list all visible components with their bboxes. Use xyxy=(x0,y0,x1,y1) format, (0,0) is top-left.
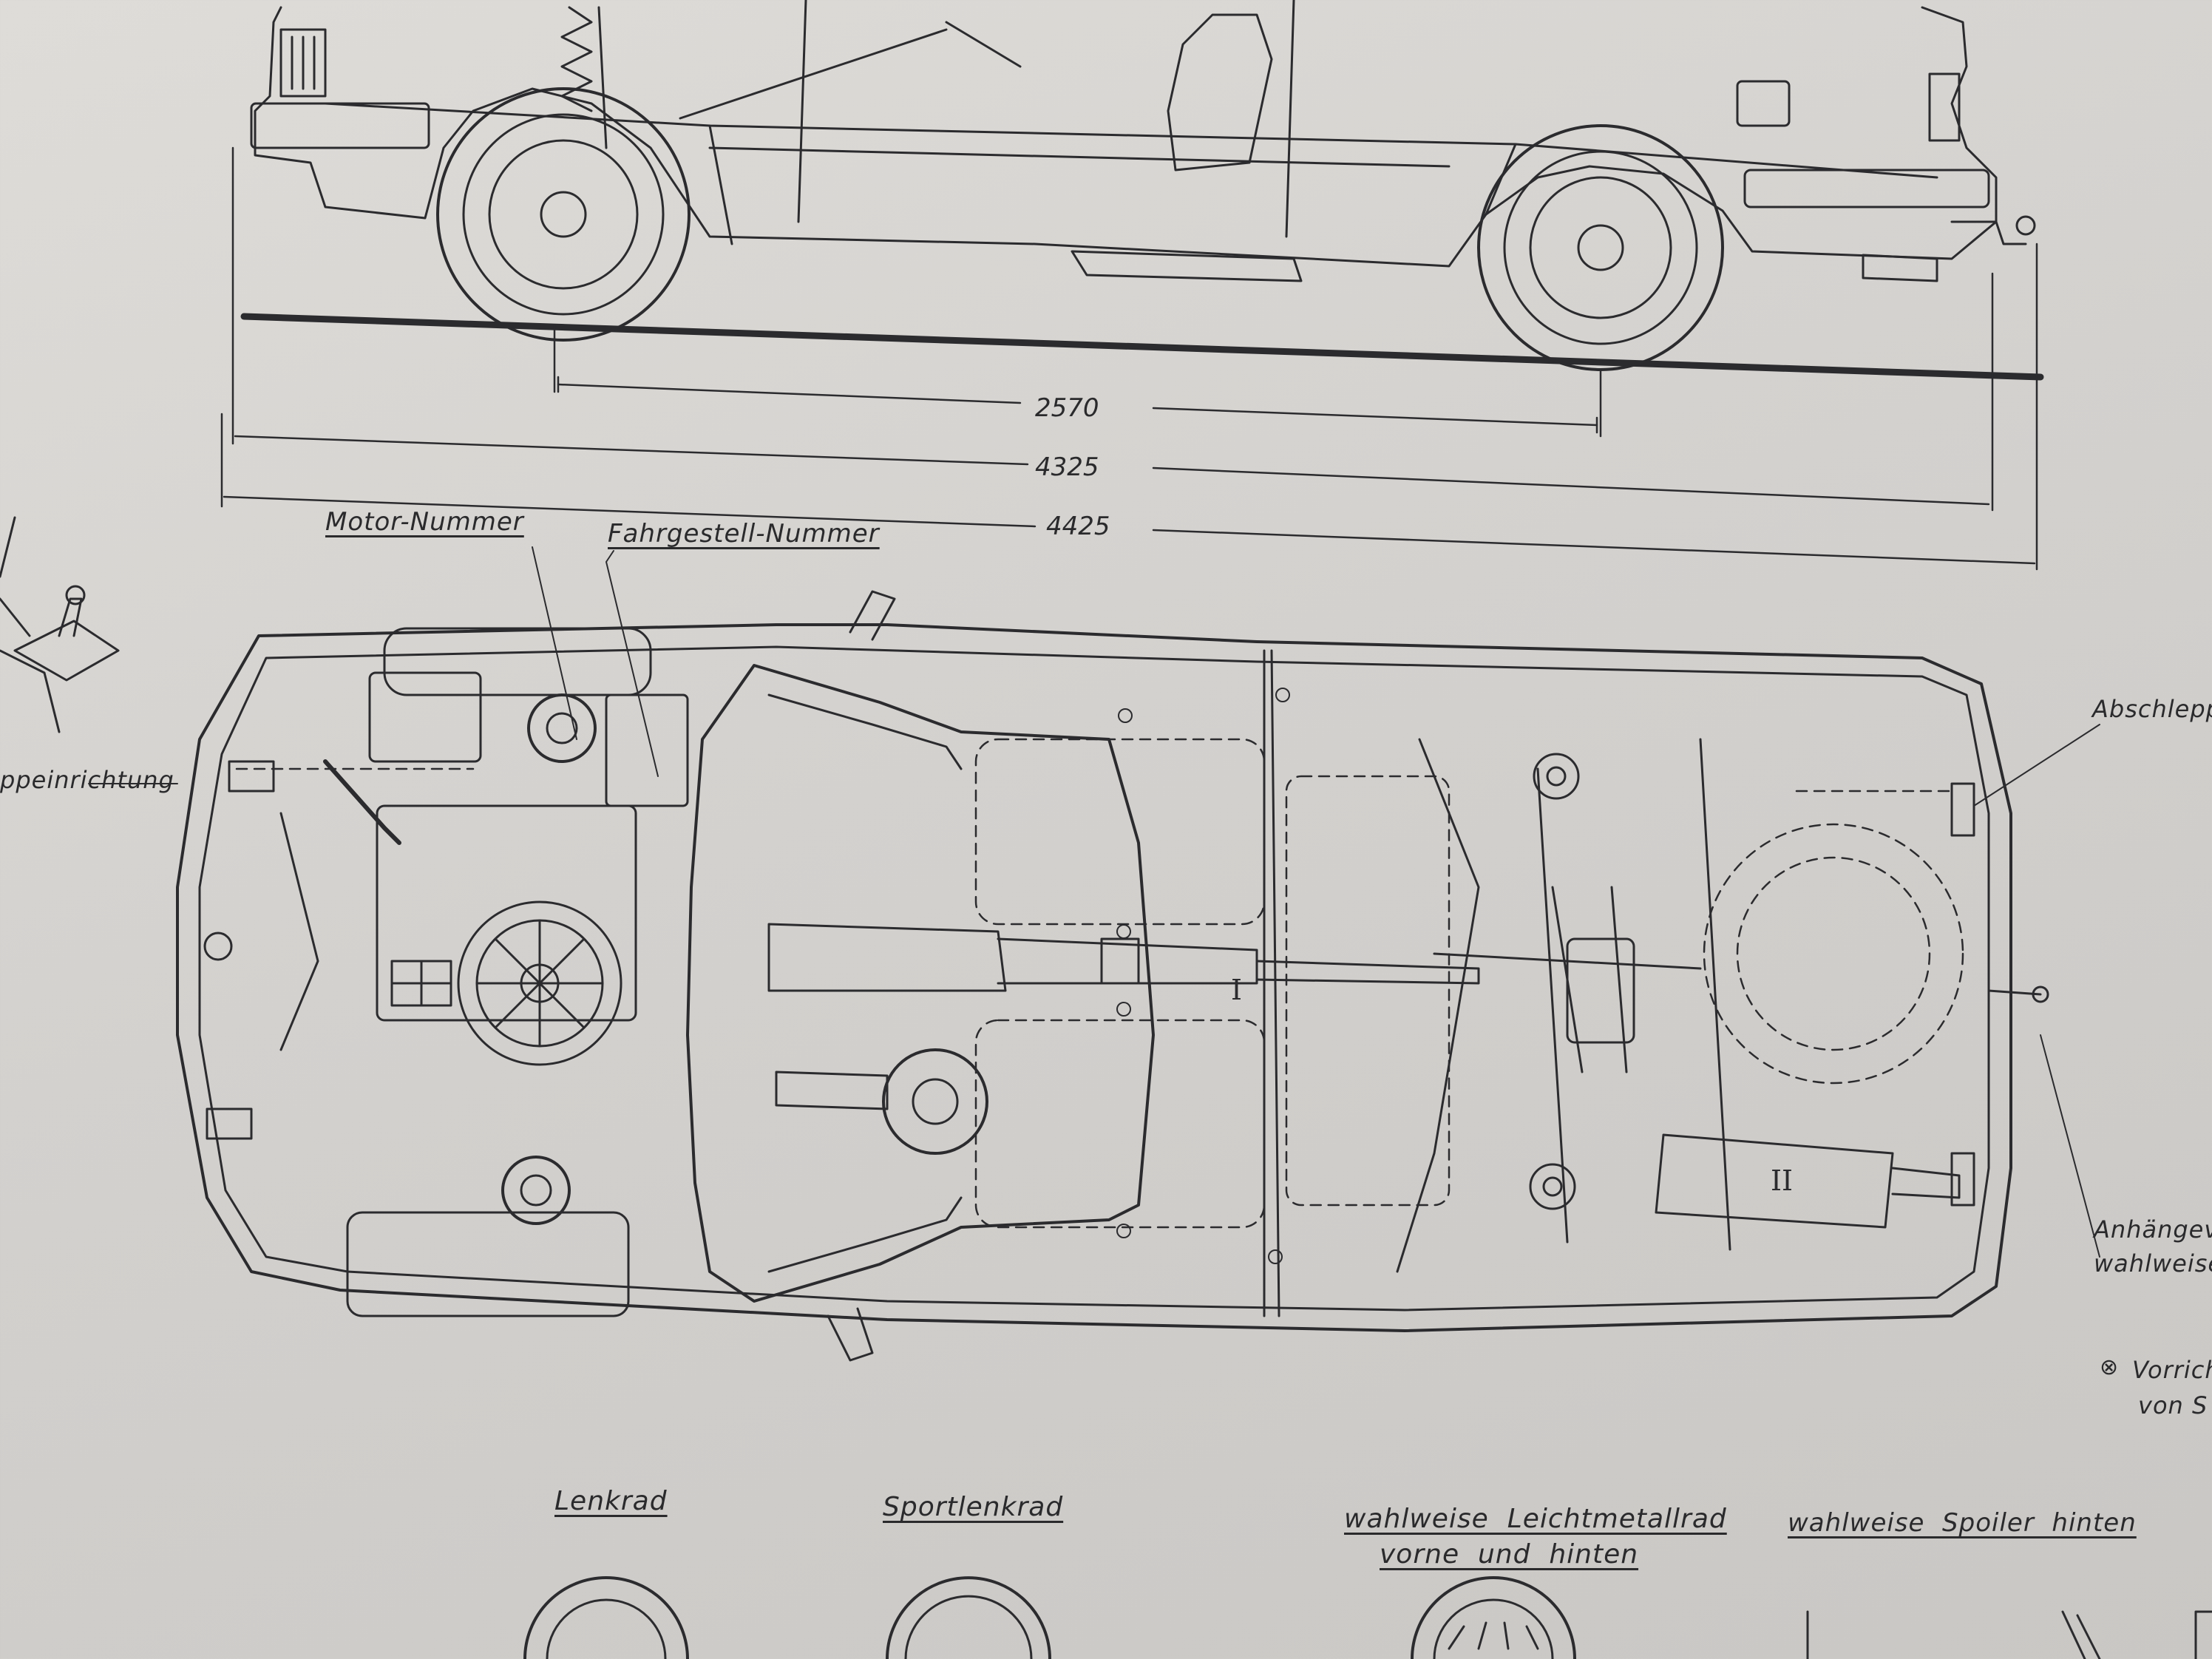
muffler-numeral: II xyxy=(1771,1164,1793,1197)
tow-eye-label-partial: Abschleppe xyxy=(2092,695,2212,723)
sport-steering-wheel-drawing xyxy=(886,1576,1051,1659)
gear-shifter-partial xyxy=(0,516,120,733)
body-outline xyxy=(176,623,2012,1332)
rear-spoiler-option-label: wahlweise Spoiler hinten xyxy=(1788,1508,2137,1538)
chassis-number-label: Fahrgestell-Nummer xyxy=(608,519,880,549)
alloy-wheel-option-label-line2: vorne und hinten xyxy=(1380,1539,1639,1570)
body-length-dimension: 4325 xyxy=(1035,452,1099,482)
front-wheel xyxy=(436,87,691,342)
tunnel-numeral: I xyxy=(1231,974,1242,1006)
rear-spoiler-drawing xyxy=(1806,1610,2212,1659)
ground-line xyxy=(240,313,2044,381)
note-symbol: ⊗ xyxy=(2100,1354,2120,1380)
note-line-1: Vorrich xyxy=(2132,1356,2212,1384)
note-line-2: von S xyxy=(2138,1391,2208,1419)
side-view-car xyxy=(240,0,2044,381)
steering-wheel-top xyxy=(882,1048,988,1155)
motor-number-label: Motor-Nummer xyxy=(325,507,524,537)
alloy-wheel-option-label-line1: wahlweise Leichtmetallrad xyxy=(1344,1504,1727,1534)
trailer-hitch-label-line1: Anhängev xyxy=(2094,1215,2212,1244)
trailer-hitch-label-line2: wahlweise xyxy=(2094,1249,2212,1278)
rear-wheel xyxy=(1477,124,1724,371)
fan xyxy=(457,900,622,1066)
steering-wheel-option-label: Lenkrad xyxy=(554,1486,668,1516)
alloy-wheel-drawing xyxy=(1411,1576,1576,1659)
sport-steering-wheel-option-label: Sportlenkrad xyxy=(883,1492,1064,1522)
left-partial-label: ppeinrichtung xyxy=(0,766,174,794)
dimension-lines xyxy=(220,146,2038,571)
overall-length-dimension: 4425 xyxy=(1046,512,1110,541)
steering-wheel-option-drawing xyxy=(523,1576,689,1659)
top-view-car xyxy=(88,546,2100,1362)
wheelbase-dimension: 2570 xyxy=(1035,393,1099,423)
